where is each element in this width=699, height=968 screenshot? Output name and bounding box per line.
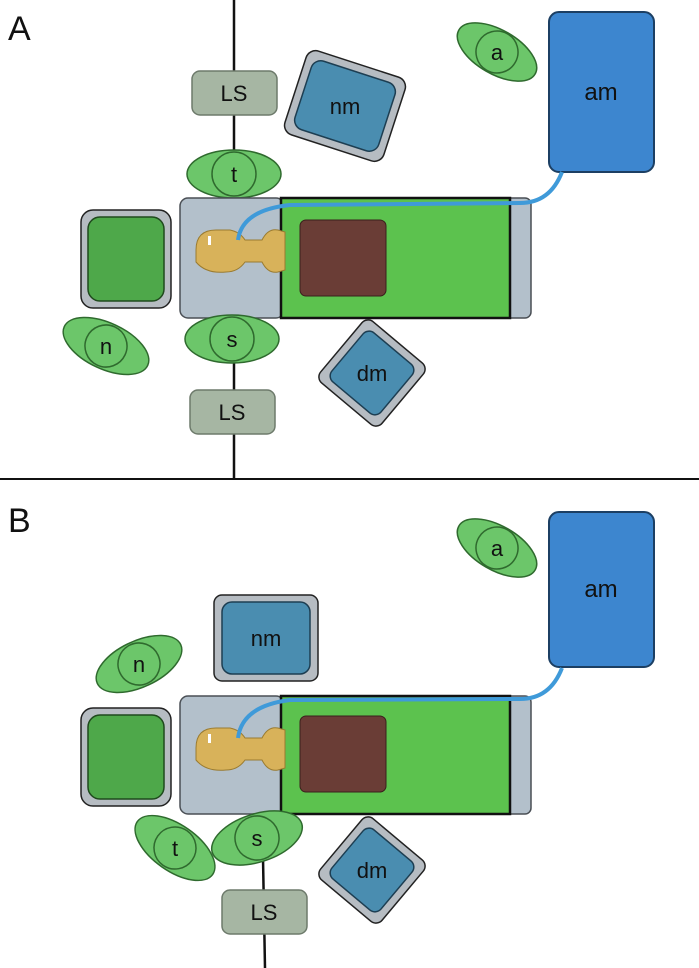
nurse [95,634,183,694]
light-source-label: LS [219,400,246,425]
sterile-field [299,715,387,793]
nurse-label: n [100,334,112,359]
nursing-monitor [283,49,407,163]
surgeon-label: s [227,327,238,352]
panel-b-letter: B [8,502,31,540]
anesthesia-line [236,171,564,241]
technician [134,814,216,882]
anesthesia-staff [456,518,538,578]
patient [195,229,286,273]
display-monitor-label: dm [357,361,388,386]
anesthesia-staff-label: a [491,40,504,65]
technician-label: t [231,162,237,187]
patient [195,727,286,771]
light-source [191,70,278,116]
anesthesia-line [236,667,564,739]
nursing-monitor-label: nm [251,626,282,651]
light-source [221,889,308,935]
display-monitor [318,816,426,924]
anesthesia-machine-label: am [584,79,617,106]
surgeon [184,314,280,364]
nurse-label: n [133,652,145,677]
display-monitor-label: dm [357,858,388,883]
display-monitor [318,319,426,427]
nursing-monitor-screen [221,601,311,675]
technician [186,149,282,199]
sterile-field [299,219,387,297]
light-source-label: LS [251,900,278,925]
surgeon [210,810,304,866]
panel-b: B am a nm n [8,502,655,968]
surgeon-label: s [252,826,263,851]
technician-label: t [172,836,178,861]
anesthesia-machine [548,511,655,668]
instrument-cart-top [87,216,165,302]
anesthesia-staff-label: a [491,536,504,561]
panel-a-letter: A [8,10,31,48]
nurse [62,316,150,376]
anesthesia-machine-label: am [584,576,617,603]
nursing-monitor-label: nm [330,94,361,119]
anesthesia-machine [548,11,655,173]
instrument-cart-top [87,714,165,800]
anesthesia-staff [456,22,538,82]
light-source-label: LS [221,81,248,106]
panel-a: A am a LS nm t [8,0,655,479]
light-source [189,389,276,435]
